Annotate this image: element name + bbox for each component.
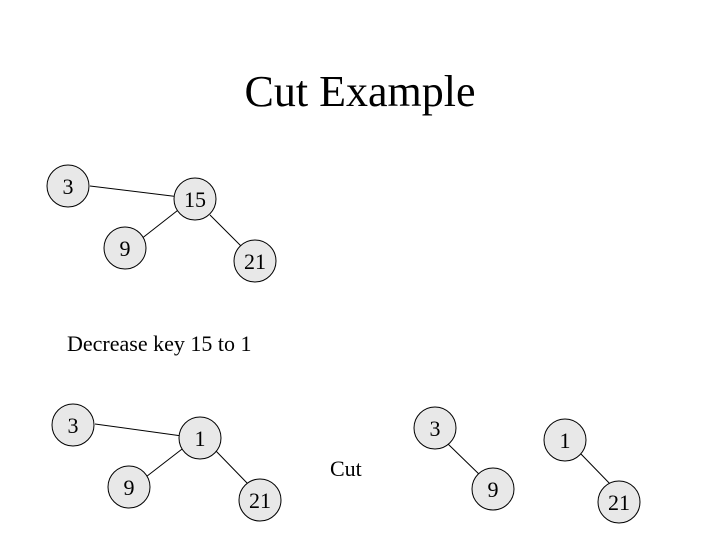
edge-1-9 xyxy=(141,445,187,481)
node-1-label: 1 xyxy=(195,426,206,451)
edge-3-1 xyxy=(94,423,183,437)
node-15 xyxy=(173,177,217,221)
edge-3-9 xyxy=(447,443,484,479)
node-9-label: 9 xyxy=(120,236,131,261)
node-3 xyxy=(51,403,95,447)
node-3-label: 3 xyxy=(430,416,441,441)
node-21-label: 21 xyxy=(249,488,271,513)
node-3-label: 3 xyxy=(63,174,74,199)
node-9 xyxy=(471,467,515,511)
tree-after-cut: 3 1 9 21 xyxy=(413,406,641,524)
node-9-label: 9 xyxy=(124,475,135,500)
node-21-label: 21 xyxy=(244,249,266,274)
node-3 xyxy=(413,406,457,450)
slide-title: Cut Example xyxy=(244,67,476,116)
node-3-label: 3 xyxy=(68,413,79,438)
node-21 xyxy=(238,478,282,522)
caption: Decrease key 15 to 1 xyxy=(67,331,251,356)
edge-3-15 xyxy=(89,185,181,198)
node-1-label: 1 xyxy=(560,428,571,453)
edge-15-21 xyxy=(209,214,244,249)
edge-15-9 xyxy=(135,206,183,244)
edge-1-21 xyxy=(214,449,249,485)
cut-label: Cut xyxy=(330,456,362,481)
tree-after-decrease: 3 1 9 21 xyxy=(51,403,282,522)
node-21 xyxy=(597,480,641,524)
node-9 xyxy=(103,226,147,270)
node-15-label: 15 xyxy=(184,187,206,212)
edge-1-21 xyxy=(579,452,614,488)
node-9 xyxy=(107,465,151,509)
node-9-label: 9 xyxy=(488,477,499,502)
tree-before: 3 15 9 21 xyxy=(46,164,277,283)
node-1 xyxy=(543,418,587,462)
node-3 xyxy=(46,164,90,208)
node-21 xyxy=(233,239,277,283)
node-1 xyxy=(178,416,222,460)
node-21-label: 21 xyxy=(608,490,630,515)
